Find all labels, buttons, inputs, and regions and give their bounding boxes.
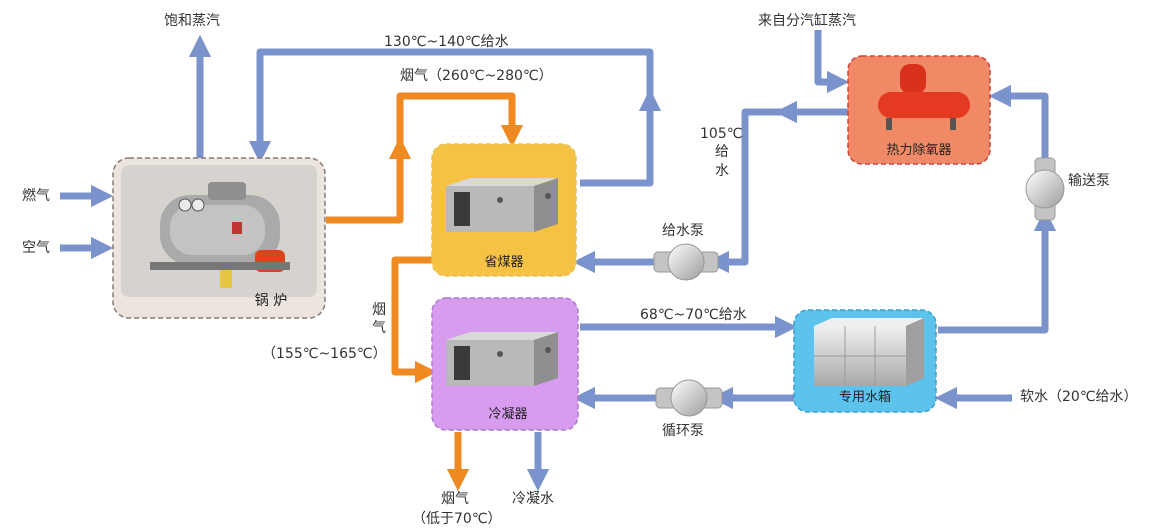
flue-out-temp-label: （低于70℃） [412, 511, 502, 527]
condensate-label: 冷凝水 [512, 491, 554, 507]
steam-header-label: 来自分汽缸蒸汽 [758, 13, 856, 29]
feedwater-130-label: 130℃~140℃给水 [384, 34, 509, 50]
boiler-node: 锅 炉 [112, 157, 326, 319]
feed-pump-icon [653, 243, 719, 281]
flue-155-label-2: 气 [372, 320, 386, 336]
transfer-pump-icon [1025, 157, 1065, 221]
flue-155-label: （155℃~165℃） [262, 346, 387, 362]
boiler-label: 锅 炉 [255, 293, 287, 309]
tank-to-transferpump-line [938, 208, 1057, 334]
circulation-pump-label: 循环泵 [662, 423, 704, 439]
feed-pump-label: 给水泵 [662, 223, 704, 239]
feedwater-68-label: 68℃~70℃给水 [640, 307, 747, 323]
flue-155-line [391, 256, 438, 384]
circulation-pump-icon [655, 379, 723, 417]
condenser-icon [446, 332, 558, 386]
economizer-label: 省煤器 [484, 255, 523, 270]
air-label: 空气 [22, 240, 50, 256]
gas-label: 燃气 [22, 188, 50, 204]
deaerator-icon [878, 64, 970, 130]
deaerator-node: 热力除氧器 [847, 55, 991, 165]
water-lines [60, 30, 1057, 492]
flue-lines [326, 92, 524, 492]
economizer-icon [446, 178, 558, 232]
feedwater-105-label-2: 给 [715, 144, 729, 160]
boiler-icon [150, 182, 290, 288]
flue-155-label-1: 烟 [372, 302, 386, 318]
steam-header-line [814, 30, 850, 94]
flue-out-label: 烟气 [441, 491, 469, 507]
flue-260-label: 烟气（260℃~280℃） [400, 68, 553, 84]
feedwater-105-label: 105℃ [700, 126, 743, 142]
water-tank-icon [814, 318, 924, 386]
water-tank-label: 专用水箱 [839, 389, 891, 405]
condenser-label: 冷凝器 [488, 406, 527, 422]
flue-260-line [326, 92, 524, 224]
transfer-pump-label: 输送泵 [1068, 173, 1110, 189]
saturated-steam-label: 饱和蒸汽 [164, 13, 220, 29]
feedwater-105-label-3: 水 [715, 163, 729, 179]
water-tank-node: 专用水箱 [793, 309, 937, 413]
condenser-node: 冷凝器 [431, 297, 579, 431]
transferpump-to-deaerator-line [988, 84, 1049, 160]
economizer-node: 省煤器 [431, 143, 577, 277]
deaerator-label: 热力除氧器 [886, 143, 951, 158]
feedwater-130-line [248, 48, 654, 187]
soft-water-label: 软水（20℃给水） [1020, 389, 1138, 405]
